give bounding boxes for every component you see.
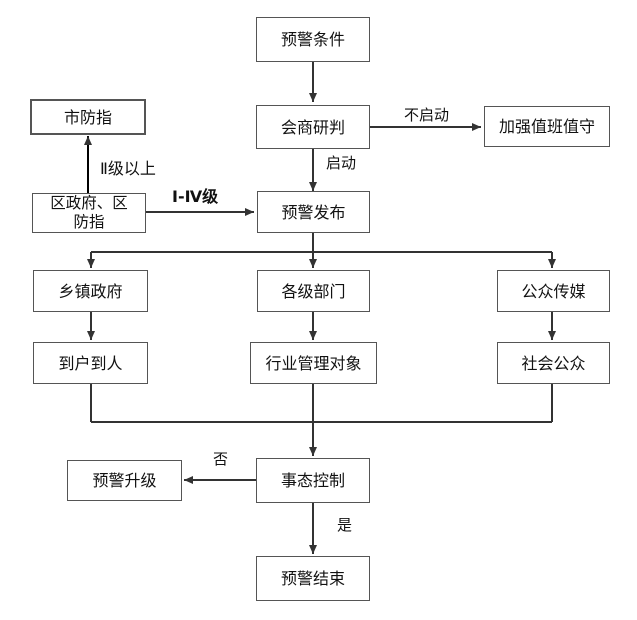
node-public: 社会公众 <box>497 342 610 384</box>
label-level-i-iv: Ⅰ-Ⅳ级 <box>172 187 219 206</box>
node-warning-upgrade: 预警升级 <box>67 460 182 501</box>
label-start: 启动 <box>326 154 357 172</box>
node-warning-conditions: 预警条件 <box>256 17 370 62</box>
node-warning-release: 预警发布 <box>257 191 370 233</box>
node-departments: 各级部门 <box>257 270 370 312</box>
node-township-gov: 乡镇政府 <box>33 270 148 312</box>
node-strengthen-duty: 加强值班值守 <box>484 106 610 147</box>
node-event-control: 事态控制 <box>256 458 370 503</box>
label-no-start: 不启动 <box>404 106 450 124</box>
label-no: 否 <box>213 450 229 468</box>
node-consultation: 会商研判 <box>256 105 370 149</box>
label-yes: 是 <box>337 516 353 534</box>
label-level-ii-above: Ⅱ级以上 <box>100 159 156 178</box>
node-households: 到户到人 <box>33 342 148 384</box>
node-district-gov: 区政府、区防指 <box>32 193 146 233</box>
node-public-media: 公众传媒 <box>497 270 610 312</box>
node-industry-objects: 行业管理对象 <box>250 342 377 384</box>
node-city-command: 市防指 <box>30 99 146 135</box>
node-warning-end: 预警结束 <box>256 556 370 601</box>
